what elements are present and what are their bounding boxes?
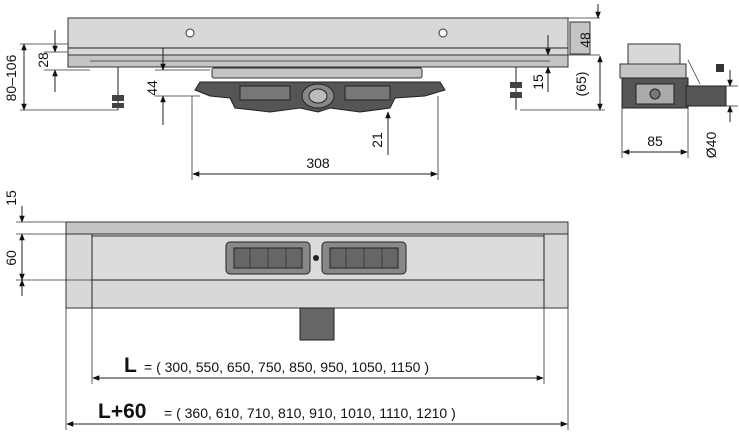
bolt-hole-right	[438, 28, 448, 38]
length-values: = ( 300, 550, 650, 750, 850, 950, 1050, …	[144, 359, 429, 375]
length-label: L	[124, 354, 137, 377]
leveling-foot-right	[510, 67, 522, 110]
dim-80-106: 80–106	[3, 54, 19, 101]
siphon-body	[194, 67, 446, 113]
outlet-pipe	[685, 85, 727, 107]
total-length-values: = ( 360, 610, 710, 810, 910, 1010, 1110,…	[164, 405, 456, 421]
siphon-clip-right	[321, 241, 407, 275]
end-view: 85 Ø40	[619, 43, 738, 159]
side-view: 80–106 28 44 308 21 15 (65) 48	[3, 4, 605, 180]
dim-21: 21	[369, 132, 385, 148]
dim-60: 60	[3, 250, 19, 266]
total-length-label: L+60	[98, 400, 146, 423]
dim-44: 44	[144, 80, 160, 96]
dim-48: 48	[577, 32, 593, 48]
dim-85: 85	[647, 133, 663, 149]
channel-profile	[67, 17, 569, 56]
siphon-clip-left	[225, 241, 311, 275]
dim-diameter-40: Ø40	[703, 132, 719, 159]
dim-28: 28	[35, 52, 51, 68]
dim-15-side: 15	[530, 74, 546, 90]
drain-outlet	[299, 307, 335, 341]
dim-65: (65)	[573, 72, 589, 97]
leveling-foot-left	[112, 67, 124, 110]
dim-308: 308	[306, 155, 330, 171]
top-view: 15 60 L = ( 300, 550, 650, 750, 850, 950…	[3, 190, 569, 430]
dim-15-top: 15	[3, 190, 19, 206]
bolt-hole-left	[185, 28, 195, 38]
